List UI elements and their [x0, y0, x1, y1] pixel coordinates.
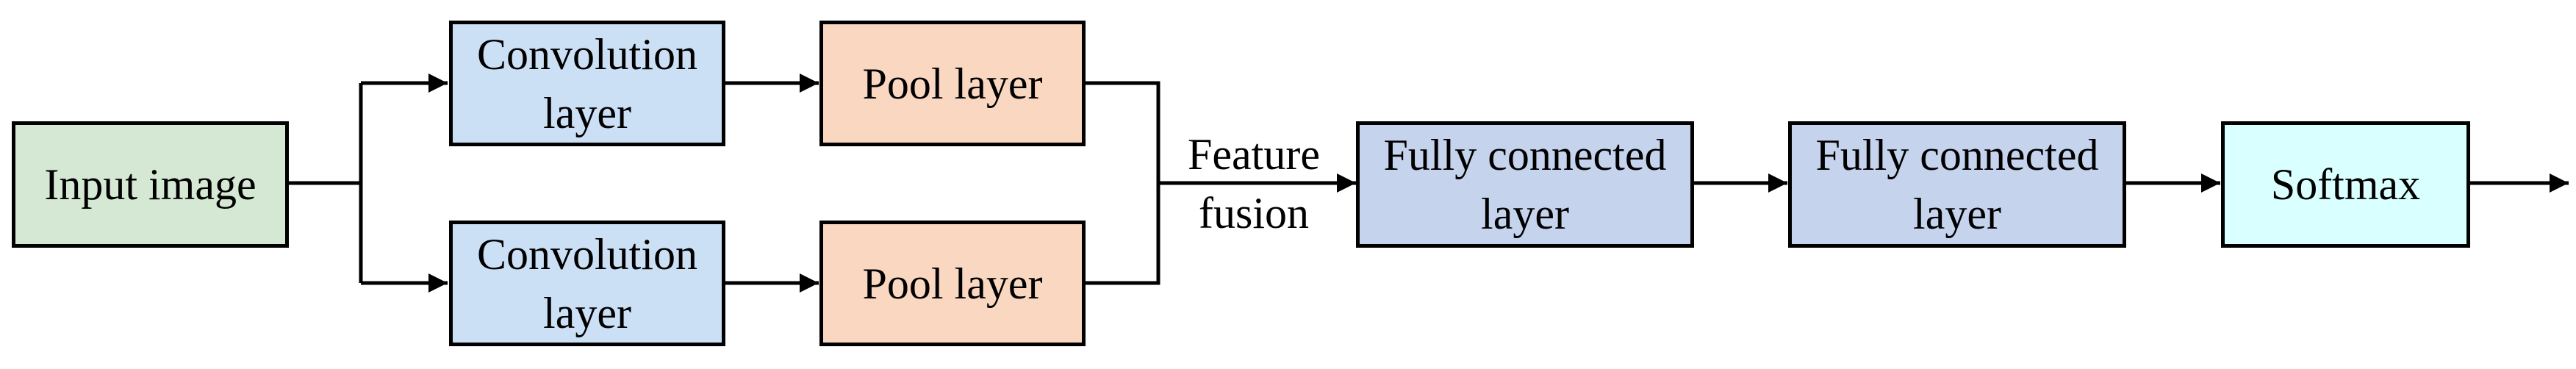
convolution-layer-node-1: Convolution layer: [449, 21, 725, 146]
input-image-node: Input image: [12, 121, 289, 248]
fully-connected-layer-node-1: Fully connected layer: [1356, 121, 1694, 248]
pool-layer-node-1: Pool layer: [819, 21, 1086, 146]
softmax-node: Softmax: [2221, 121, 2470, 248]
feature-fusion-label: Feature fusion: [1188, 130, 1320, 237]
pool-layer-node-2: Pool layer: [819, 221, 1086, 346]
convolution-layer-node-2: Convolution layer: [449, 221, 725, 346]
edge-pool1-merge: [1086, 81, 1160, 285]
fully-connected-layer-node-2: Fully connected layer: [1788, 121, 2126, 248]
